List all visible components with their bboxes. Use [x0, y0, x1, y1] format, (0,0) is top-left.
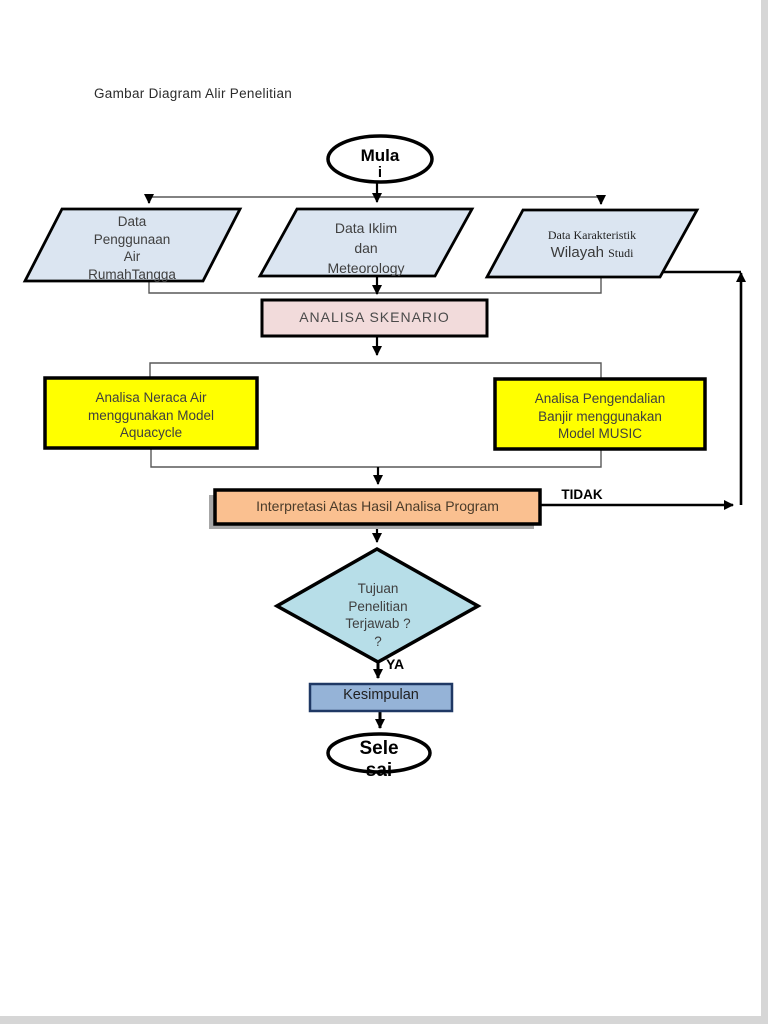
interpretasi-process-box	[213, 488, 542, 526]
input1-label: Data Penggunaan Air RumahTangga	[52, 213, 212, 283]
page-edge-right	[761, 0, 768, 1024]
interpretasi-label: Interpretasi Atas Hasil Analisa Program	[256, 498, 499, 514]
start-label-wrap: i	[377, 164, 383, 181]
start-label: Mula	[360, 146, 400, 165]
input-parallelogram-iklim	[257, 207, 475, 278]
input2-line1: Data Iklim	[334, 220, 398, 236]
decision-diamond	[273, 546, 482, 665]
input3-line2-small: Studi	[608, 246, 634, 260]
scenario-label: ANALISA SKENARIO	[299, 309, 450, 325]
end-terminator	[326, 732, 432, 774]
decision-line2: Penelitian	[348, 598, 408, 614]
scenario-process-box	[260, 298, 489, 338]
kesimpulan-label: Kesimpulan	[343, 687, 419, 703]
input1-line2: Penggunaan	[93, 231, 171, 247]
start-terminator	[326, 134, 434, 184]
rail-above-models	[149, 362, 602, 379]
input3-line2-main: Wilayah	[550, 244, 604, 261]
decision-line1: Tujuan	[357, 581, 399, 596]
banjir-line1: Analisa Pengendalian	[534, 391, 666, 406]
end-label: Sele	[359, 738, 399, 759]
input1-line4: RumahTangga	[88, 266, 176, 282]
neraca-label: Analisa Neraca Air menggunakan Model Aqu…	[45, 389, 257, 442]
neraca-line1: Analisa Neraca Air	[95, 390, 207, 405]
banjir-line3: Model MUSIC	[557, 426, 643, 441]
banjir-process-box	[493, 377, 707, 451]
input1-line1: Data	[117, 214, 147, 229]
page-edge-bottom	[0, 1016, 768, 1024]
banjir-line2: Banjir menggunakan	[538, 408, 662, 424]
end-label-wrap: sai	[365, 760, 393, 781]
banjir-label: Analisa Pengendalian Banjir menggunakan …	[495, 390, 705, 443]
input-parallelogram-penggunaan-air	[22, 207, 243, 283]
input-parallelogram-karakteristik	[484, 208, 700, 279]
neraca-line2: menggunakan Model	[87, 407, 215, 423]
rail-below-inputs	[148, 277, 602, 294]
neraca-line3: Aquacycle	[119, 425, 183, 440]
figure-caption: Gambar Diagram Alir Penelitian	[94, 86, 293, 101]
rail-below-models	[150, 448, 602, 468]
input2-line3: Meteorology	[327, 260, 405, 276]
kesimpulan-box	[308, 682, 454, 713]
input3-line1: Data Karakteristik	[547, 228, 637, 242]
input3-line2: Wilayah Studi	[512, 244, 672, 262]
input2-label: Data Iklim dan Meteorology	[286, 218, 446, 278]
neraca-process-box	[43, 376, 259, 450]
input2-line2: dan	[354, 240, 378, 256]
decision-label: Tujuan Penelitian Terjawab ? ?	[302, 580, 454, 650]
ya-label: YA	[386, 656, 405, 672]
tidak-label: TIDAK	[561, 487, 603, 502]
decision-line4: ?	[374, 633, 382, 649]
decision-line3: Terjawab ?	[345, 616, 411, 631]
input1-line3: Air	[123, 249, 141, 264]
